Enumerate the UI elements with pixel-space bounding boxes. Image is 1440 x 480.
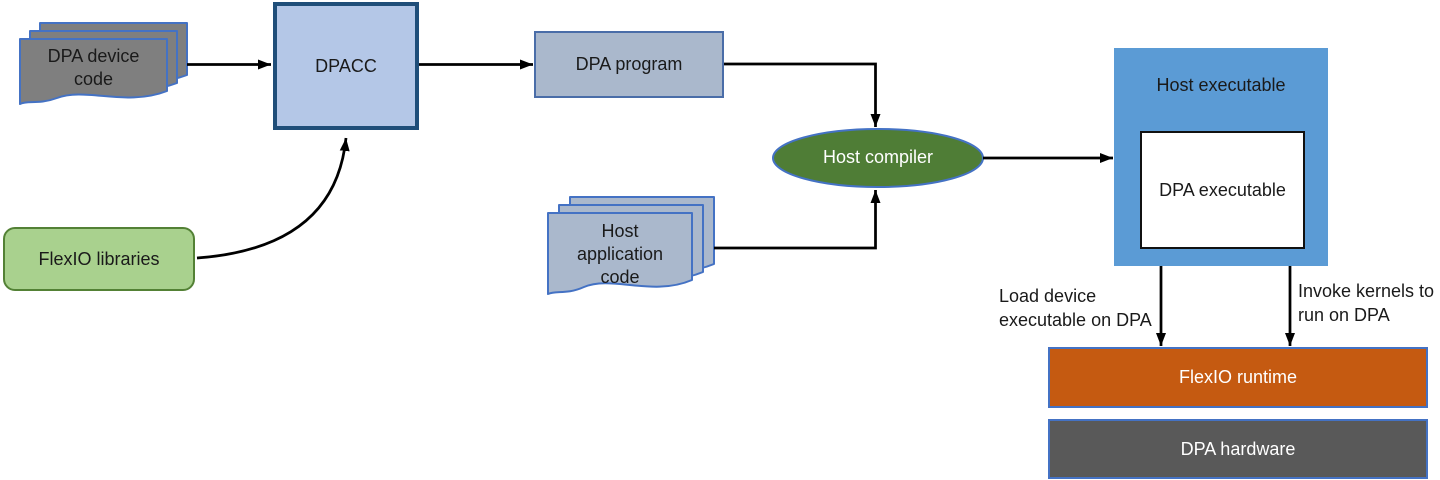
edge-label-load-device-executable: Load device executable on DPA — [999, 286, 1152, 330]
node-dpacc-label: DPACC — [315, 55, 377, 76]
node-host-application-code-label: Host application code — [576, 221, 664, 287]
node-dpa-device-code-label: DPA device code — [47, 46, 140, 89]
node-dpa-program: DPA program — [534, 31, 724, 98]
node-flexio-runtime: FlexIO runtime — [1048, 347, 1428, 408]
node-flexio-libraries-label: FlexIO libraries — [38, 248, 160, 269]
arrow-flexio-libraries-to-dpacc — [196, 137, 350, 260]
host-application-code-stack — [547, 196, 715, 295]
node-dpacc: DPACC — [273, 2, 419, 130]
arrow-host-app-code-to-host-compiler — [714, 190, 881, 250]
document-page-icon — [19, 38, 168, 105]
node-dpa-hardware-label: DPA hardware — [1180, 438, 1296, 459]
dpa-device-code-stack — [19, 22, 188, 105]
node-host-executable-label: Host executable — [1156, 75, 1286, 95]
node-dpa-hardware: DPA hardware — [1048, 419, 1428, 479]
node-dpa-executable: DPA executable — [1140, 131, 1305, 249]
node-flexio-runtime-label: FlexIO runtime — [1178, 367, 1298, 387]
node-dpa-program-label: DPA program — [575, 54, 683, 74]
arrow-dpa-program-to-host-compiler — [723, 62, 881, 127]
edge-label-invoke-kernels: Invoke kernels to run on DPA — [1298, 281, 1435, 325]
node-host-compiler-label: Host compiler — [822, 147, 934, 167]
node-dpa-executable-label: DPA executable — [1159, 179, 1286, 200]
node-flexio-libraries: FlexIO libraries — [3, 227, 195, 291]
document-page-icon — [547, 212, 693, 295]
